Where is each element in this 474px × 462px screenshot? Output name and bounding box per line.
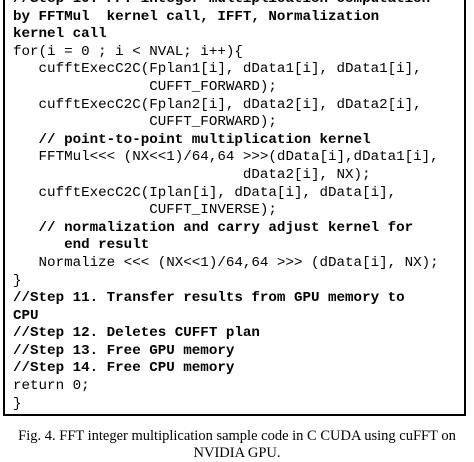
- code-line: // normalization and carry adjust kernel…: [13, 219, 414, 236]
- code-line: cufftExecC2C(Iplan[i], dData[i], dData[i…: [13, 184, 397, 201]
- figure-caption-line: Fig. 4. FFT integer multiplication sampl…: [18, 428, 456, 444]
- code-line: by FFTMul kernel call, IFFT, Normalizati…: [13, 8, 380, 25]
- code-line: CUFFT_INVERSE);: [13, 202, 277, 219]
- code-line: Normalize <<< (NX<<1)/64,64 >>> (dData[i…: [13, 254, 439, 271]
- code-line: dData2[i], NX);: [13, 166, 371, 183]
- code-line: //Step 10. FFT integer multiplication co…: [13, 0, 439, 9]
- code-line: end result: [13, 237, 150, 254]
- code-line: FFTMul<<< (NX<<1)/64,64 >>>(dData[i],dDa…: [13, 149, 439, 166]
- code-line: CUFFT_FORWARD);: [13, 78, 277, 95]
- code-line: //Step 13. Free GPU memory: [13, 342, 235, 359]
- code-line: //Step 11. Transfer results from GPU mem…: [13, 290, 405, 307]
- code-line: cufftExecC2C(Fplan2[i], dData2[i], dData…: [13, 96, 422, 113]
- code-line: //Step 12. Deletes CUFFT plan: [13, 325, 260, 342]
- code-line: for(i = 0 ; i < NVAL; i++){: [13, 43, 243, 60]
- code-line: CPU: [13, 307, 39, 324]
- code-line: kernel call: [13, 26, 107, 43]
- code-line: // point-to-point multiplication kernel: [13, 131, 371, 148]
- figure-caption-line: NVIDIA GPU.: [193, 445, 281, 461]
- code-listing-box: //Step 10. FFT integer multiplication co…: [3, 0, 466, 416]
- code-line: }: [13, 395, 22, 412]
- code-line: }: [13, 272, 22, 289]
- code-line: return 0;: [13, 378, 90, 395]
- code-line: cufftExecC2C(Fplan1[i], dData1[i], dData…: [13, 61, 422, 78]
- code-line: //Step 14. Free CPU memory: [13, 360, 235, 377]
- code-line: CUFFT_FORWARD);: [13, 114, 277, 131]
- figure-caption: Fig. 4. FFT integer multiplication sampl…: [0, 428, 474, 462]
- code-listing: //Step 10. FFT integer multiplication co…: [13, 0, 439, 413]
